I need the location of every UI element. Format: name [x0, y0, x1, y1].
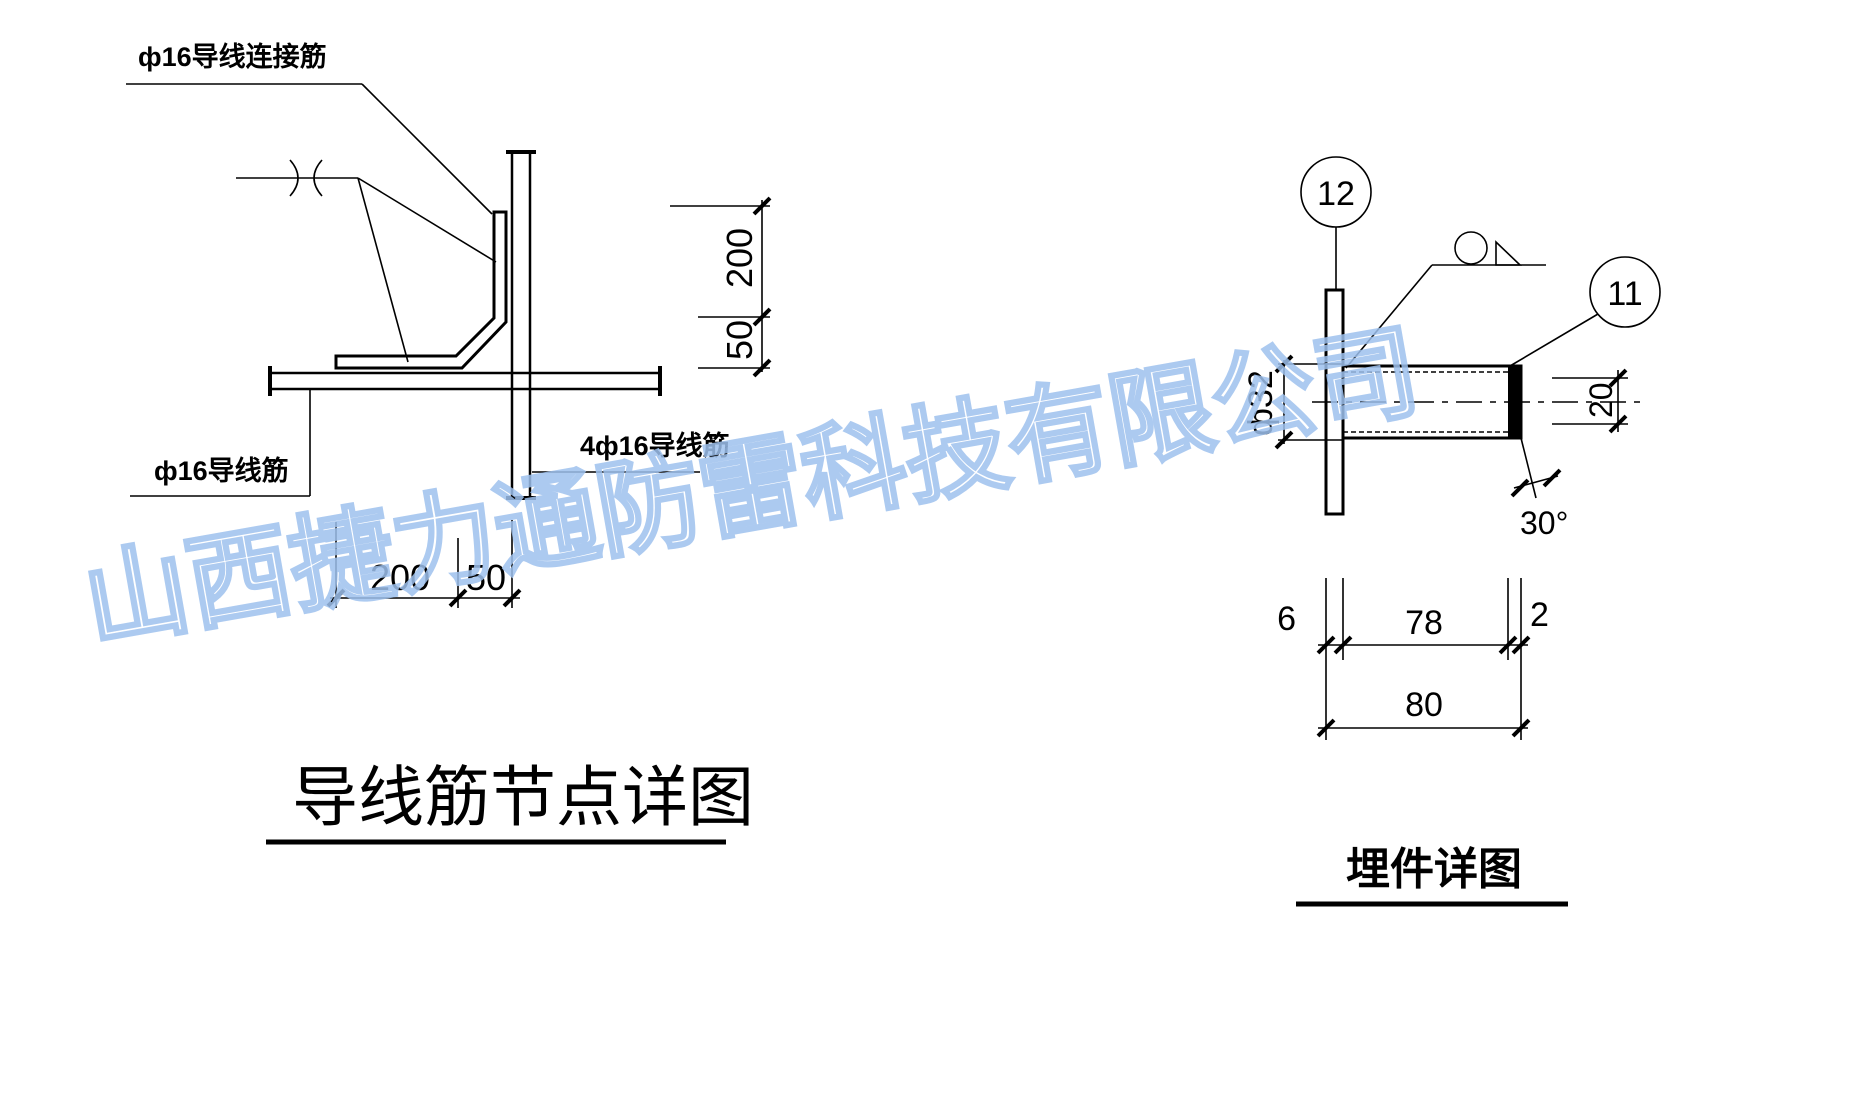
dim-diameter: ф32	[1242, 370, 1280, 436]
rebar-joint-title: 导线筋节点详图	[292, 759, 754, 836]
callout-four-rebars: 4ф16导线筋	[580, 430, 730, 461]
dim-vertical-200: 200	[719, 228, 760, 288]
dim-78: 78	[1405, 604, 1443, 642]
tag-12: 12	[1317, 175, 1355, 213]
callout-connecting-bar: ф16导线连接筋	[138, 41, 327, 72]
dim-horizontal-200: 200	[370, 557, 430, 598]
dim-78-tick-b	[1333, 635, 1353, 655]
tag-11-leader	[1509, 313, 1599, 367]
dim-80: 80	[1405, 686, 1443, 724]
dim-tick-left	[326, 588, 346, 608]
embedded-part-title: 埋件详图	[1346, 845, 1522, 894]
dim-20: 20	[1583, 382, 1619, 418]
tube-end-weld	[1508, 366, 1521, 438]
tag-11-circle	[1589, 256, 1661, 328]
dim-tick-top	[752, 196, 772, 216]
weld-around-circle	[1454, 231, 1488, 265]
embedded-part-detail: 12 11 ф32 20 30°	[1242, 156, 1661, 907]
dim-vertical-50: 50	[719, 320, 760, 360]
dim-20-tick-top	[1608, 368, 1628, 388]
dim-78-tick-c	[1498, 635, 1518, 655]
dim-tick-right	[502, 588, 522, 608]
dim-78-tick-d	[1511, 635, 1531, 655]
dim-angle-ext	[1520, 437, 1537, 499]
dim-tick-mid	[752, 307, 772, 327]
dim-78-tick-a	[1316, 635, 1336, 655]
weld-arrow-leader	[1345, 264, 1433, 369]
dim-80-tick-left	[1316, 718, 1336, 738]
dim-dia-tick-top	[1274, 354, 1294, 374]
dim-tick-center	[448, 588, 468, 608]
weld-leader-to-vertical	[357, 177, 497, 263]
tag-11: 11	[1607, 275, 1642, 313]
dim-6: 6	[1277, 600, 1296, 638]
dim-angle-tick-left	[1510, 478, 1530, 498]
weld-leader-to-horizontal	[357, 177, 409, 363]
rebar-joint-detail: ф16导线连接筋 ф16导线筋 4ф16导线筋 200 50 200 50 导线…	[126, 41, 772, 845]
callout-main-rebar: ф16导线筋	[154, 455, 289, 486]
dim-tick-bottom	[752, 358, 772, 378]
weld-symbol-left-arc	[289, 159, 299, 197]
bent-connecting-bar	[334, 210, 508, 370]
dim-dia-tick-bottom	[1274, 430, 1294, 450]
weld-fillet-triangle	[1495, 240, 1522, 266]
dim-80-tick-right	[1511, 718, 1531, 738]
weld-symbol-right-arc	[313, 159, 323, 197]
callout-connecting-bar-leader	[361, 83, 493, 215]
dim-2: 2	[1530, 596, 1549, 634]
dim-angle: 30°	[1520, 505, 1568, 541]
company-watermark: 山西捷力通防雷科技有限公司	[75, 310, 1428, 665]
dim-20-tick-bottom	[1608, 414, 1628, 434]
dim-angle-tick-right	[1542, 468, 1562, 488]
dim-horizontal-50: 50	[466, 557, 506, 598]
